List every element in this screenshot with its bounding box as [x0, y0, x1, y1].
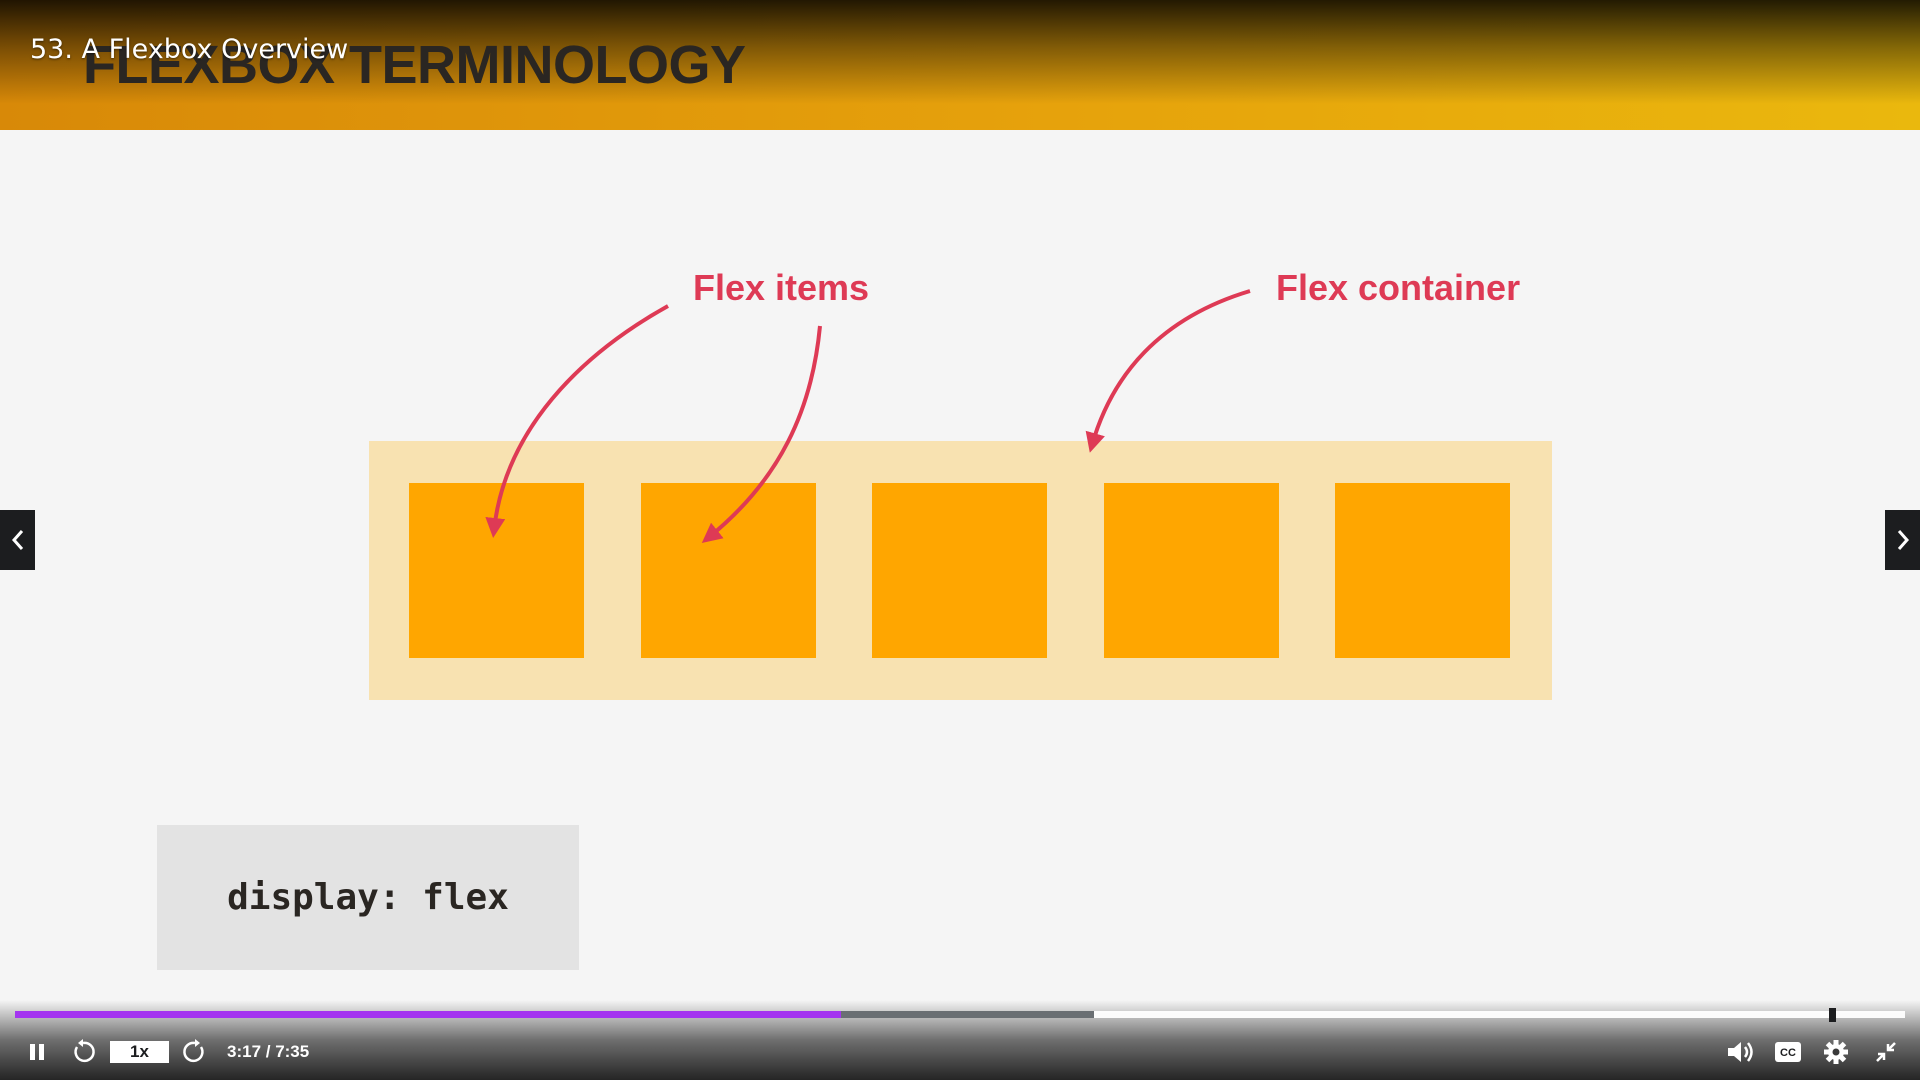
slide-heading: FLEXBOX TERMINOLOGY [83, 35, 746, 95]
flex-item-1 [409, 483, 584, 658]
captions-button[interactable]: CC [1772, 1036, 1804, 1068]
pause-icon [30, 1044, 44, 1060]
settings-button[interactable] [1820, 1036, 1852, 1068]
rewind-button[interactable] [68, 1036, 98, 1068]
flex-item-2 [641, 483, 816, 658]
forward-icon [183, 1039, 204, 1063]
pause-button[interactable] [22, 1036, 52, 1068]
previous-lecture-button[interactable] [0, 510, 35, 570]
flex-container-label: Flex container [1276, 267, 1521, 308]
code-snippet-box: display: flex [157, 825, 579, 970]
progress-played [15, 1011, 841, 1018]
chevron-right-icon [1897, 530, 1909, 550]
next-lecture-button[interactable] [1885, 510, 1920, 570]
bookmark-marker[interactable] [1829, 1008, 1836, 1022]
settings-icon [1824, 1040, 1848, 1064]
volume-icon [1728, 1042, 1753, 1062]
slide-header-band [0, 0, 1920, 130]
flex-item-5 [1335, 483, 1510, 658]
progress-bar[interactable] [15, 1008, 1905, 1022]
playback-speed-button[interactable]: 1x [110, 1041, 169, 1063]
chevron-left-icon [11, 530, 23, 550]
lecture-title: 53. A Flexbox Overview [30, 34, 349, 65]
svg-text:CC: CC [1780, 1047, 1796, 1059]
captions-icon: CC [1775, 1042, 1801, 1062]
flex-item-3 [872, 483, 1047, 658]
time-display: 3:17 / 7:35 [227, 1042, 310, 1061]
flex-item-4 [1104, 483, 1279, 658]
volume-button[interactable] [1724, 1036, 1756, 1068]
arrow-to-container [1085, 289, 1251, 453]
rewind-icon [74, 1039, 95, 1063]
exit-fullscreen-icon [1876, 1042, 1896, 1062]
forward-button[interactable] [180, 1036, 210, 1068]
flex-items-label: Flex items [693, 267, 870, 308]
exit-fullscreen-button[interactable] [1870, 1036, 1902, 1068]
code-snippet: display: flex [227, 877, 509, 918]
